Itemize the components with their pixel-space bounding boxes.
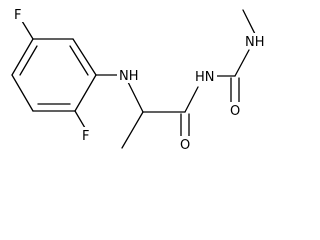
atom-f-top: F [12, 6, 24, 23]
atom-hn-urea: HN [193, 68, 217, 85]
molecule-structure: F F NH HN NH O O [11, 6, 267, 153]
atom-label-f-bottom: F [82, 129, 89, 144]
ring-bond-1 [72, 38, 97, 76]
atom-o-urea: O [228, 102, 242, 119]
atom-o-amide: O [178, 136, 192, 153]
benzene-ring [11, 38, 97, 112]
ring-bond-5 [11, 38, 34, 76]
bond-nh-methyl [242, 9, 257, 37]
ring-bond-2 [74, 74, 97, 112]
bond-ring-f-top [21, 20, 34, 40]
bond-ring-f-bottom [74, 110, 86, 129]
atom-label-hn-urea: HN [195, 70, 215, 85]
atom-label-nh-aniline: NH [119, 69, 139, 84]
atom-label-f-top: F [14, 8, 21, 23]
atom-label-o-urea: O [230, 104, 240, 119]
bond-nh-alpha-carbon [127, 81, 144, 113]
ring-double-bond-1 [69, 45, 89, 76]
atom-label-o-amide: O [180, 138, 190, 153]
atom-nh-methyl: NH [243, 33, 267, 50]
atom-label-nh-methyl: NH [245, 35, 265, 50]
ring-double-bond-3 [19, 45, 38, 76]
bond-urea-carbon-nh [234, 49, 250, 77]
bond-carbonyl-nh [184, 86, 199, 113]
atom-nh-aniline: NH [117, 67, 141, 84]
bond-alpha-carbon-methyl [121, 111, 144, 149]
ring-bond-4 [11, 74, 34, 112]
atom-f-bottom: F [80, 127, 92, 144]
